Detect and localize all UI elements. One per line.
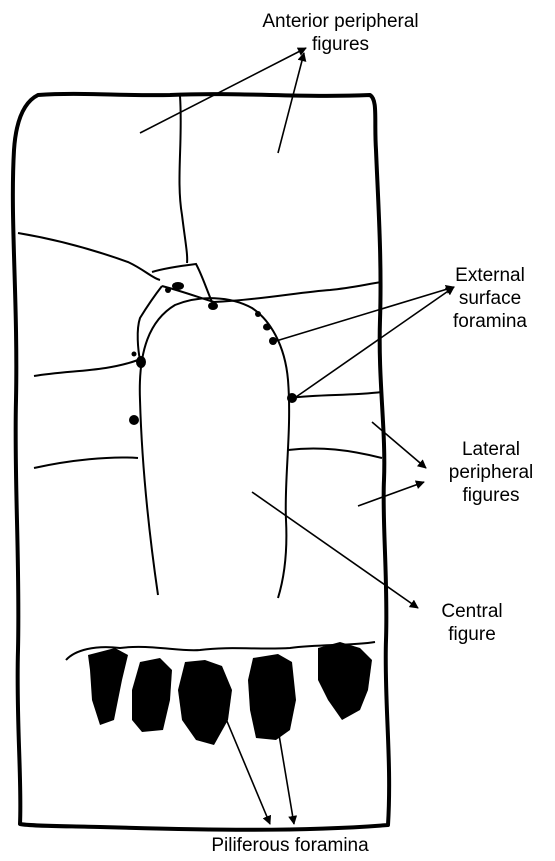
lateral-figure-divider bbox=[290, 392, 382, 398]
label-line: Piliferous foramina bbox=[180, 834, 400, 857]
anterior-figure-divider bbox=[179, 96, 187, 263]
label-line: Central bbox=[412, 600, 532, 623]
lateral-pointer-lower bbox=[358, 482, 424, 506]
central-pointer bbox=[252, 492, 418, 608]
external-foramina-pointer-lower bbox=[296, 287, 454, 397]
lateral-figure-divider bbox=[34, 360, 138, 376]
external-surface-foramina bbox=[129, 282, 297, 425]
label-line: External bbox=[440, 264, 540, 287]
anterior-figure-divider bbox=[18, 233, 160, 280]
label-line: figures bbox=[233, 33, 448, 56]
label-line: foramina bbox=[440, 310, 540, 333]
anterior-pointer-right bbox=[278, 53, 304, 153]
central-figure-outline bbox=[138, 286, 162, 360]
label-line: figure bbox=[412, 623, 532, 646]
label-line: figures bbox=[432, 484, 550, 507]
external-surface-foramina-label: External surface foramina bbox=[440, 264, 540, 333]
lateral-figure-divider bbox=[288, 448, 382, 458]
label-line: surface bbox=[440, 287, 540, 310]
piliferous-foramina-label: Piliferous foramina bbox=[180, 834, 400, 857]
label-line: Lateral bbox=[432, 438, 550, 461]
label-line: Anterior peripheral bbox=[233, 10, 448, 33]
central-figure-label: Central figure bbox=[412, 600, 532, 646]
central-figure-outline bbox=[140, 298, 289, 598]
anterior-figure-divider bbox=[214, 282, 382, 302]
lateral-figure-divider bbox=[34, 457, 138, 468]
label-line: peripheral bbox=[432, 461, 550, 484]
external-foramina-pointer-upper bbox=[276, 287, 454, 341]
lateral-pointer-upper bbox=[372, 422, 426, 468]
anterior-figure-divider bbox=[152, 264, 212, 302]
anterior-pointer-left bbox=[140, 48, 306, 133]
lateral-peripheral-figures-label: Lateral peripheral figures bbox=[432, 438, 550, 507]
anterior-peripheral-figures-label: Anterior peripheral figures bbox=[233, 10, 448, 56]
